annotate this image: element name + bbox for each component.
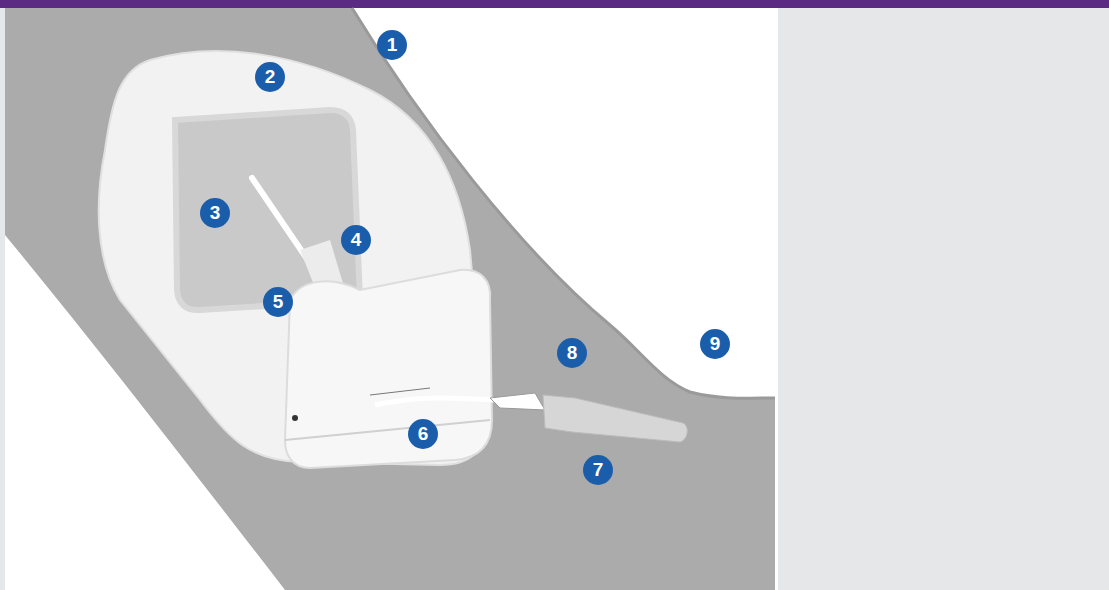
- connector-cap: [543, 395, 687, 442]
- dressing-window: [175, 110, 360, 310]
- callout-number: 7: [583, 455, 613, 485]
- arm: [5, 8, 775, 590]
- callout-number: 4: [341, 225, 371, 255]
- left-border: [0, 8, 5, 590]
- callout-number: 6: [408, 419, 438, 449]
- device-edge: [285, 420, 490, 440]
- top-bar: [0, 0, 1109, 8]
- callout-number: 2: [255, 62, 285, 92]
- device-icon: [292, 415, 298, 421]
- device-marking: [370, 388, 430, 395]
- callout-number: 3: [200, 198, 230, 228]
- callout-number: 1: [377, 30, 407, 60]
- callout-number: 5: [263, 287, 293, 317]
- extension-tube: [375, 398, 495, 405]
- side-panel: [778, 8, 1109, 590]
- clamp: [490, 393, 545, 410]
- securement-device: [285, 270, 492, 468]
- callout-number: 8: [557, 338, 587, 368]
- callout-number: 9: [700, 329, 730, 359]
